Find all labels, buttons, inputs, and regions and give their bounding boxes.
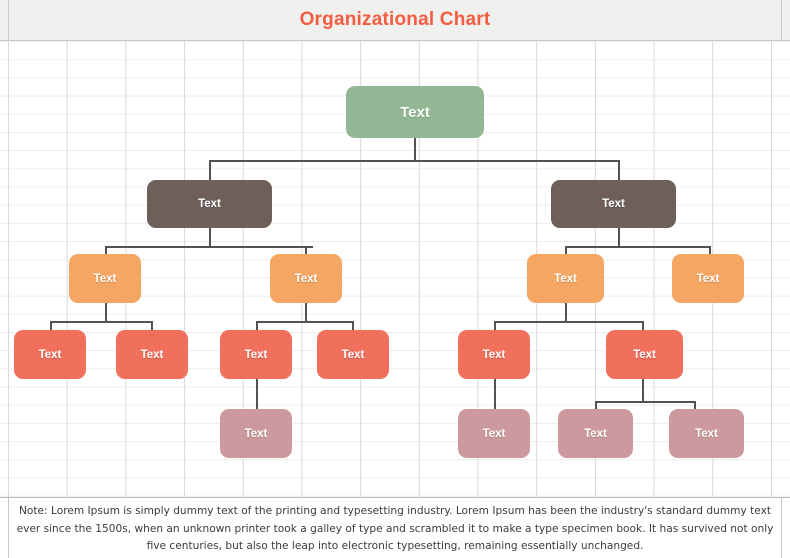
node-label: Text <box>482 348 506 361</box>
node-label: Text <box>244 348 268 361</box>
connector-root-to-l1a <box>209 160 211 181</box>
title-bar-right-rule <box>781 0 782 41</box>
connector-l3f-stem <box>642 378 644 402</box>
connector-l2c-stem <box>565 302 567 322</box>
node-label: Text <box>696 272 720 285</box>
connector-l2c-bus <box>494 321 643 323</box>
note-text: Note: Lorem Ipsum is simply dummy text o… <box>16 505 774 552</box>
node-label: Text <box>602 198 625 210</box>
node-l4c[interactable]: Text <box>558 409 633 458</box>
connector-l1b-to-l2d <box>709 246 711 261</box>
node-label: Text <box>554 272 577 285</box>
connector-l1a-bus <box>105 246 313 248</box>
node-root[interactable]: Text <box>346 86 484 138</box>
connector-l2b-stem <box>305 302 307 322</box>
node-l2b[interactable]: Text <box>270 254 342 303</box>
node-l3e[interactable]: Text <box>458 330 530 379</box>
node-l1a[interactable]: Text <box>147 180 272 228</box>
connector-l1a-stem <box>209 227 211 247</box>
page-title: Organizational Chart <box>299 9 491 30</box>
connector-l2c-to-l3e <box>494 321 496 337</box>
node-label: Text <box>198 198 221 210</box>
note-bar: Note: Lorem Ipsum is simply dummy text o… <box>0 497 790 558</box>
node-label: Text <box>341 348 365 361</box>
node-l3a[interactable]: Text <box>14 330 86 379</box>
node-label: Text <box>294 272 318 285</box>
connector-root-bus <box>209 160 619 162</box>
node-l4d[interactable]: Text <box>669 409 744 458</box>
connector-l2a-to-l3a <box>50 321 52 337</box>
connector-l1a-to-l2b <box>305 246 307 261</box>
node-label: Text <box>244 427 268 440</box>
connector-l1b-bus <box>565 246 710 248</box>
connector-l2b-bus <box>256 321 353 323</box>
node-label: Text <box>633 348 656 361</box>
connector-l3c-to-l4a <box>256 378 258 424</box>
note-bar-left-rule <box>8 498 9 558</box>
title-bar: Organizational Chart <box>0 0 790 41</box>
node-label: Text <box>93 272 117 285</box>
node-l1b[interactable]: Text <box>551 180 676 228</box>
connector-root-to-l1b <box>618 160 620 181</box>
note-bar-right-rule <box>781 498 782 558</box>
connector-l2a-stem <box>105 302 107 322</box>
title-bar-left-rule <box>8 0 9 41</box>
connector-l3e-to-l4b <box>494 378 496 424</box>
connector-root-stem <box>414 137 416 161</box>
node-label: Text <box>584 427 607 440</box>
node-l3d[interactable]: Text <box>317 330 389 379</box>
node-l2d[interactable]: Text <box>672 254 744 303</box>
connector-l2a-bus <box>50 321 152 323</box>
node-l4a[interactable]: Text <box>220 409 292 458</box>
connector-l1a-to-l2a <box>105 246 107 261</box>
node-label: Text <box>140 348 164 361</box>
node-l4b[interactable]: Text <box>458 409 530 458</box>
node-l2c[interactable]: Text <box>527 254 604 303</box>
connector-l2a-to-l3b <box>151 321 153 337</box>
node-label: Text <box>38 348 62 361</box>
node-l2a[interactable]: Text <box>69 254 141 303</box>
connector-l2b-to-l3d <box>352 321 354 337</box>
connector-l3f-bus <box>595 401 695 403</box>
node-l3c[interactable]: Text <box>220 330 292 379</box>
connector-l2c-to-l3f <box>642 321 644 337</box>
node-label: Text <box>695 427 718 440</box>
chart-canvas[interactable]: Text Text Text Text Text Text Text Text … <box>0 41 790 497</box>
node-label: Text <box>482 427 506 440</box>
node-label: Text <box>400 103 430 121</box>
connector-l1b-to-l2c <box>565 246 567 261</box>
node-l3b[interactable]: Text <box>116 330 188 379</box>
node-l3f[interactable]: Text <box>606 330 683 379</box>
connector-l2b-to-l3c <box>256 321 258 337</box>
connector-l1b-stem <box>618 227 620 247</box>
